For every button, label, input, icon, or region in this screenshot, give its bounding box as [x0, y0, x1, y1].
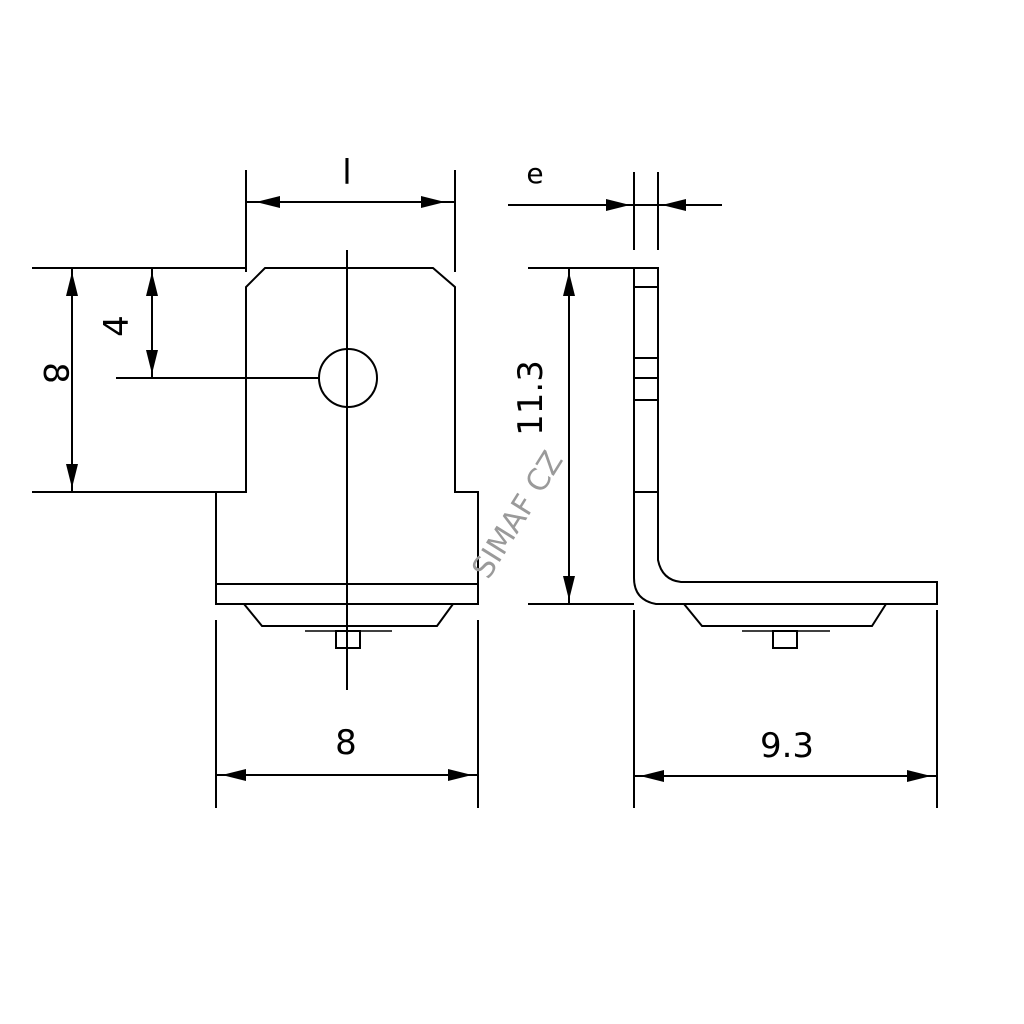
- dim-label-e: e: [526, 157, 543, 190]
- dim-side-height: 11.3: [511, 267, 634, 605]
- dim-hole-offset: 4: [97, 268, 320, 379]
- dim-front-width-top: l: [245, 153, 456, 272]
- dim-front-total-height: 8: [32, 267, 246, 493]
- dim-label-11-3: 11.3: [511, 360, 551, 436]
- side-tab-outline: [633, 267, 938, 605]
- dim-thickness: e: [508, 157, 722, 250]
- dim-front-width-bottom: 8: [215, 620, 479, 808]
- front-crimp-profile: [243, 603, 454, 627]
- dim-label-8-bottom: 8: [335, 723, 357, 763]
- dim-label-9-3: 9.3: [760, 726, 814, 766]
- dim-label-l: l: [342, 153, 351, 193]
- dim-label-8-vertical: 8: [35, 362, 75, 384]
- side-crimp-pin: [772, 630, 798, 649]
- side-view: [633, 267, 938, 649]
- dim-side-width: 9.3: [633, 610, 938, 808]
- front-view: [215, 250, 479, 690]
- dim-label-4: 4: [97, 315, 137, 337]
- front-tab-outline: [215, 267, 479, 605]
- side-crimp-profile: [683, 603, 887, 627]
- watermark: SIMAF CZ: [465, 445, 570, 584]
